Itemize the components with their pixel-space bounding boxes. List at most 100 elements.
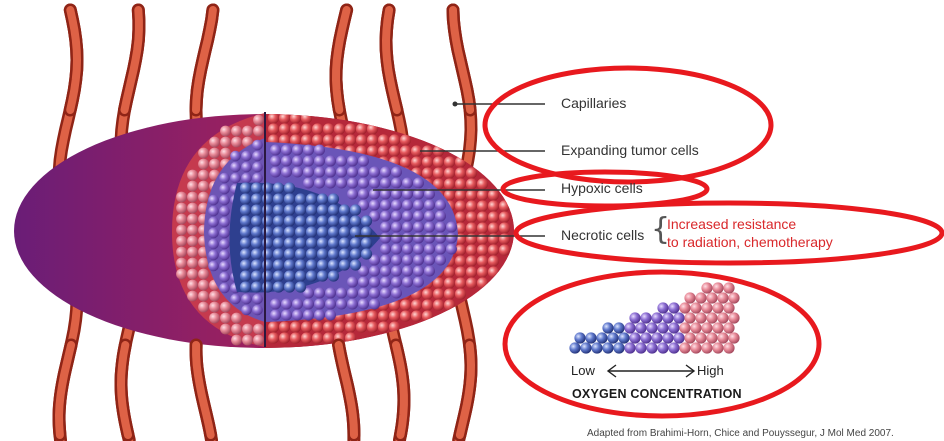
hypoxic-cell	[380, 211, 391, 222]
tumor-cell	[400, 310, 411, 321]
tumor-cell	[499, 200, 510, 211]
tumor-cell	[367, 134, 378, 145]
tumor-cell	[499, 233, 510, 244]
necrotic-cell	[273, 182, 284, 193]
hypoxic-cell	[347, 189, 358, 200]
tumor-cell	[455, 167, 466, 178]
tumor-cell	[356, 310, 367, 321]
hypoxic-cell	[435, 200, 446, 211]
gradient-cell	[684, 312, 695, 323]
tumor-cell	[220, 126, 231, 137]
necrotic-cell	[273, 193, 284, 204]
tumor-cell	[345, 123, 356, 134]
necrotic-cell	[306, 237, 317, 248]
tumor-cell	[466, 244, 477, 255]
hypoxic-cell	[380, 244, 391, 255]
necrotic-cell	[240, 204, 251, 215]
necrotic-cell	[240, 182, 251, 193]
tumor-cell	[279, 332, 290, 343]
gradient-cell	[651, 312, 662, 323]
tumor-cell	[444, 288, 455, 299]
hypoxic-cell	[303, 310, 314, 321]
tumor-cell	[290, 112, 301, 123]
hypoxic-cell	[391, 244, 402, 255]
hypoxic-cell	[325, 156, 336, 167]
tumor-cell	[466, 277, 477, 288]
necrotic-cell	[240, 281, 251, 292]
necrotic-cell	[240, 248, 251, 259]
tumor-cell	[411, 299, 422, 310]
hypoxic-cell	[413, 266, 424, 277]
necrotic-cell	[273, 259, 284, 270]
gradient-cell	[662, 332, 673, 343]
necrotic-cell	[361, 248, 372, 259]
tumor-cell	[231, 313, 242, 324]
tumor-cell	[378, 321, 389, 332]
necrotic-cell	[339, 237, 350, 248]
hypoxic-cell	[325, 178, 336, 189]
hypoxic-cell	[391, 255, 402, 266]
tumor-cell	[444, 167, 455, 178]
gradient-cell	[690, 342, 701, 353]
gradient-cell	[646, 342, 657, 353]
hypoxic-cell	[358, 189, 369, 200]
hypoxic-cell	[369, 167, 380, 178]
hypoxic-cell	[281, 145, 292, 156]
tumor-cell	[466, 266, 477, 277]
gradient-cell	[596, 332, 607, 343]
hypoxic-cell	[380, 233, 391, 244]
tumor-cell	[499, 222, 510, 233]
hypoxic-cell	[270, 310, 281, 321]
gradient-cell	[712, 282, 723, 293]
tumor-cell	[356, 321, 367, 332]
gradient-cell	[723, 282, 734, 293]
tumor-cell	[477, 266, 488, 277]
tumor-cell	[220, 313, 231, 324]
tumor-cell	[334, 321, 345, 332]
gradient-cell	[662, 312, 673, 323]
hypoxic-cell	[391, 266, 402, 277]
tumor-cell	[268, 112, 279, 123]
hypoxic-cell	[219, 217, 230, 228]
tumor-cell	[444, 178, 455, 189]
tumor-cell	[198, 269, 209, 280]
tumor-cell	[187, 236, 198, 247]
gradient-cell	[646, 322, 657, 333]
necrotic-cell	[350, 215, 361, 226]
hypoxic-cell	[347, 277, 358, 288]
necrotic-cell	[295, 193, 306, 204]
hypoxic-cell	[446, 233, 457, 244]
hypoxic-cell	[358, 167, 369, 178]
gradient-cell	[629, 312, 640, 323]
necrotic-cell	[240, 259, 251, 270]
tumor-cell	[198, 170, 209, 181]
gradient-cell	[706, 312, 717, 323]
necrotic-cell	[306, 259, 317, 270]
hypoxic-cell	[369, 299, 380, 310]
tumor-cell	[301, 321, 312, 332]
tumor-cell	[242, 126, 253, 137]
hypoxic-cell	[369, 178, 380, 189]
tumor-cell	[176, 203, 187, 214]
hypoxic-cell	[270, 299, 281, 310]
tumor-cell	[198, 148, 209, 159]
tumor-cell	[356, 134, 367, 145]
gradient-cell	[701, 342, 712, 353]
gradient-cell	[673, 312, 684, 323]
gradient-cell	[701, 322, 712, 333]
hypoxic-cell	[208, 239, 219, 250]
hypoxic-cell	[402, 255, 413, 266]
tumor-cell	[433, 299, 444, 310]
tumor-cell	[176, 258, 187, 269]
tumor-cell	[323, 321, 334, 332]
necrotic-cell	[273, 215, 284, 226]
hypoxic-cell	[325, 288, 336, 299]
gradient-cell	[706, 292, 717, 303]
hypoxic-cell	[219, 173, 230, 184]
tumor-cell	[198, 280, 209, 291]
necrotic-cell	[328, 215, 339, 226]
hypoxic-cell	[325, 299, 336, 310]
hypoxic-cell	[281, 167, 292, 178]
tumor-cell	[290, 321, 301, 332]
tumor-cell	[378, 134, 389, 145]
